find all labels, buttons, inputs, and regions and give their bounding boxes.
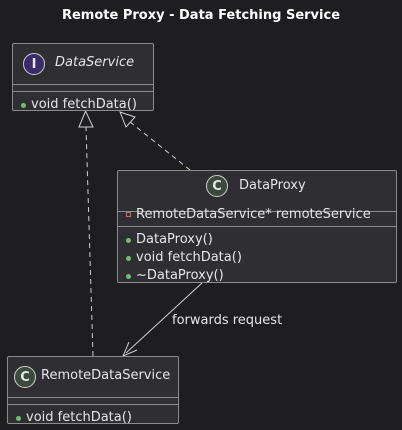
method-row: void fetchData() — [118, 249, 396, 267]
method-text: void fetchData() — [136, 250, 242, 265]
node-name: RemoteDataService — [41, 368, 171, 383]
node-name: DataService — [55, 55, 135, 70]
edge-proxy-to-remote — [125, 282, 203, 354]
node-header: C DataProxy — [118, 171, 396, 211]
realization-arrowhead-right — [119, 111, 136, 128]
public-marker-icon — [126, 238, 131, 243]
method-text: void fetchData() — [31, 97, 137, 112]
class-icon: C — [14, 366, 36, 388]
method-row: DataProxy() — [118, 231, 396, 249]
node-remote-data-service[interactable]: C RemoteDataService void fetchData() — [7, 356, 179, 427]
node-header: C RemoteDataService — [8, 357, 178, 397]
divider — [8, 404, 178, 409]
edge-proxy-to-interface — [129, 121, 191, 171]
public-marker-icon — [126, 274, 131, 279]
method-text: void fetchData() — [26, 410, 132, 425]
method-text: ~DataProxy() — [136, 268, 224, 283]
interface-icon: I — [23, 53, 45, 75]
diagram-title: Remote Proxy - Data Fetching Service — [61, 8, 341, 23]
public-marker-icon — [16, 416, 21, 421]
method-row: ~DataProxy() — [118, 267, 396, 285]
private-marker-icon — [126, 212, 131, 217]
edge-label-forwards-request: forwards request — [172, 313, 283, 328]
divider — [13, 91, 153, 96]
divider — [13, 84, 153, 91]
divider — [118, 226, 396, 231]
public-marker-icon — [21, 103, 26, 108]
attribute-row: RemoteDataService* remoteService — [118, 206, 396, 224]
realization-arrowhead-left — [78, 109, 94, 128]
method-row: void fetchData() — [13, 96, 153, 114]
method-row: void fetchData() — [8, 409, 178, 427]
edge-remote-to-interface — [85, 126, 94, 357]
method-text: DataProxy() — [136, 232, 213, 247]
attribute-text: RemoteDataService* remoteService — [136, 207, 371, 222]
public-marker-icon — [126, 256, 131, 261]
divider — [8, 397, 178, 404]
node-header: I DataService — [13, 44, 153, 84]
node-name: DataProxy — [239, 178, 306, 193]
divider — [118, 211, 396, 214]
class-icon: C — [206, 175, 228, 197]
node-data-proxy[interactable]: C DataProxy RemoteDataService* remoteSer… — [117, 170, 397, 283]
node-data-service[interactable]: I DataService void fetchData() — [12, 43, 154, 114]
